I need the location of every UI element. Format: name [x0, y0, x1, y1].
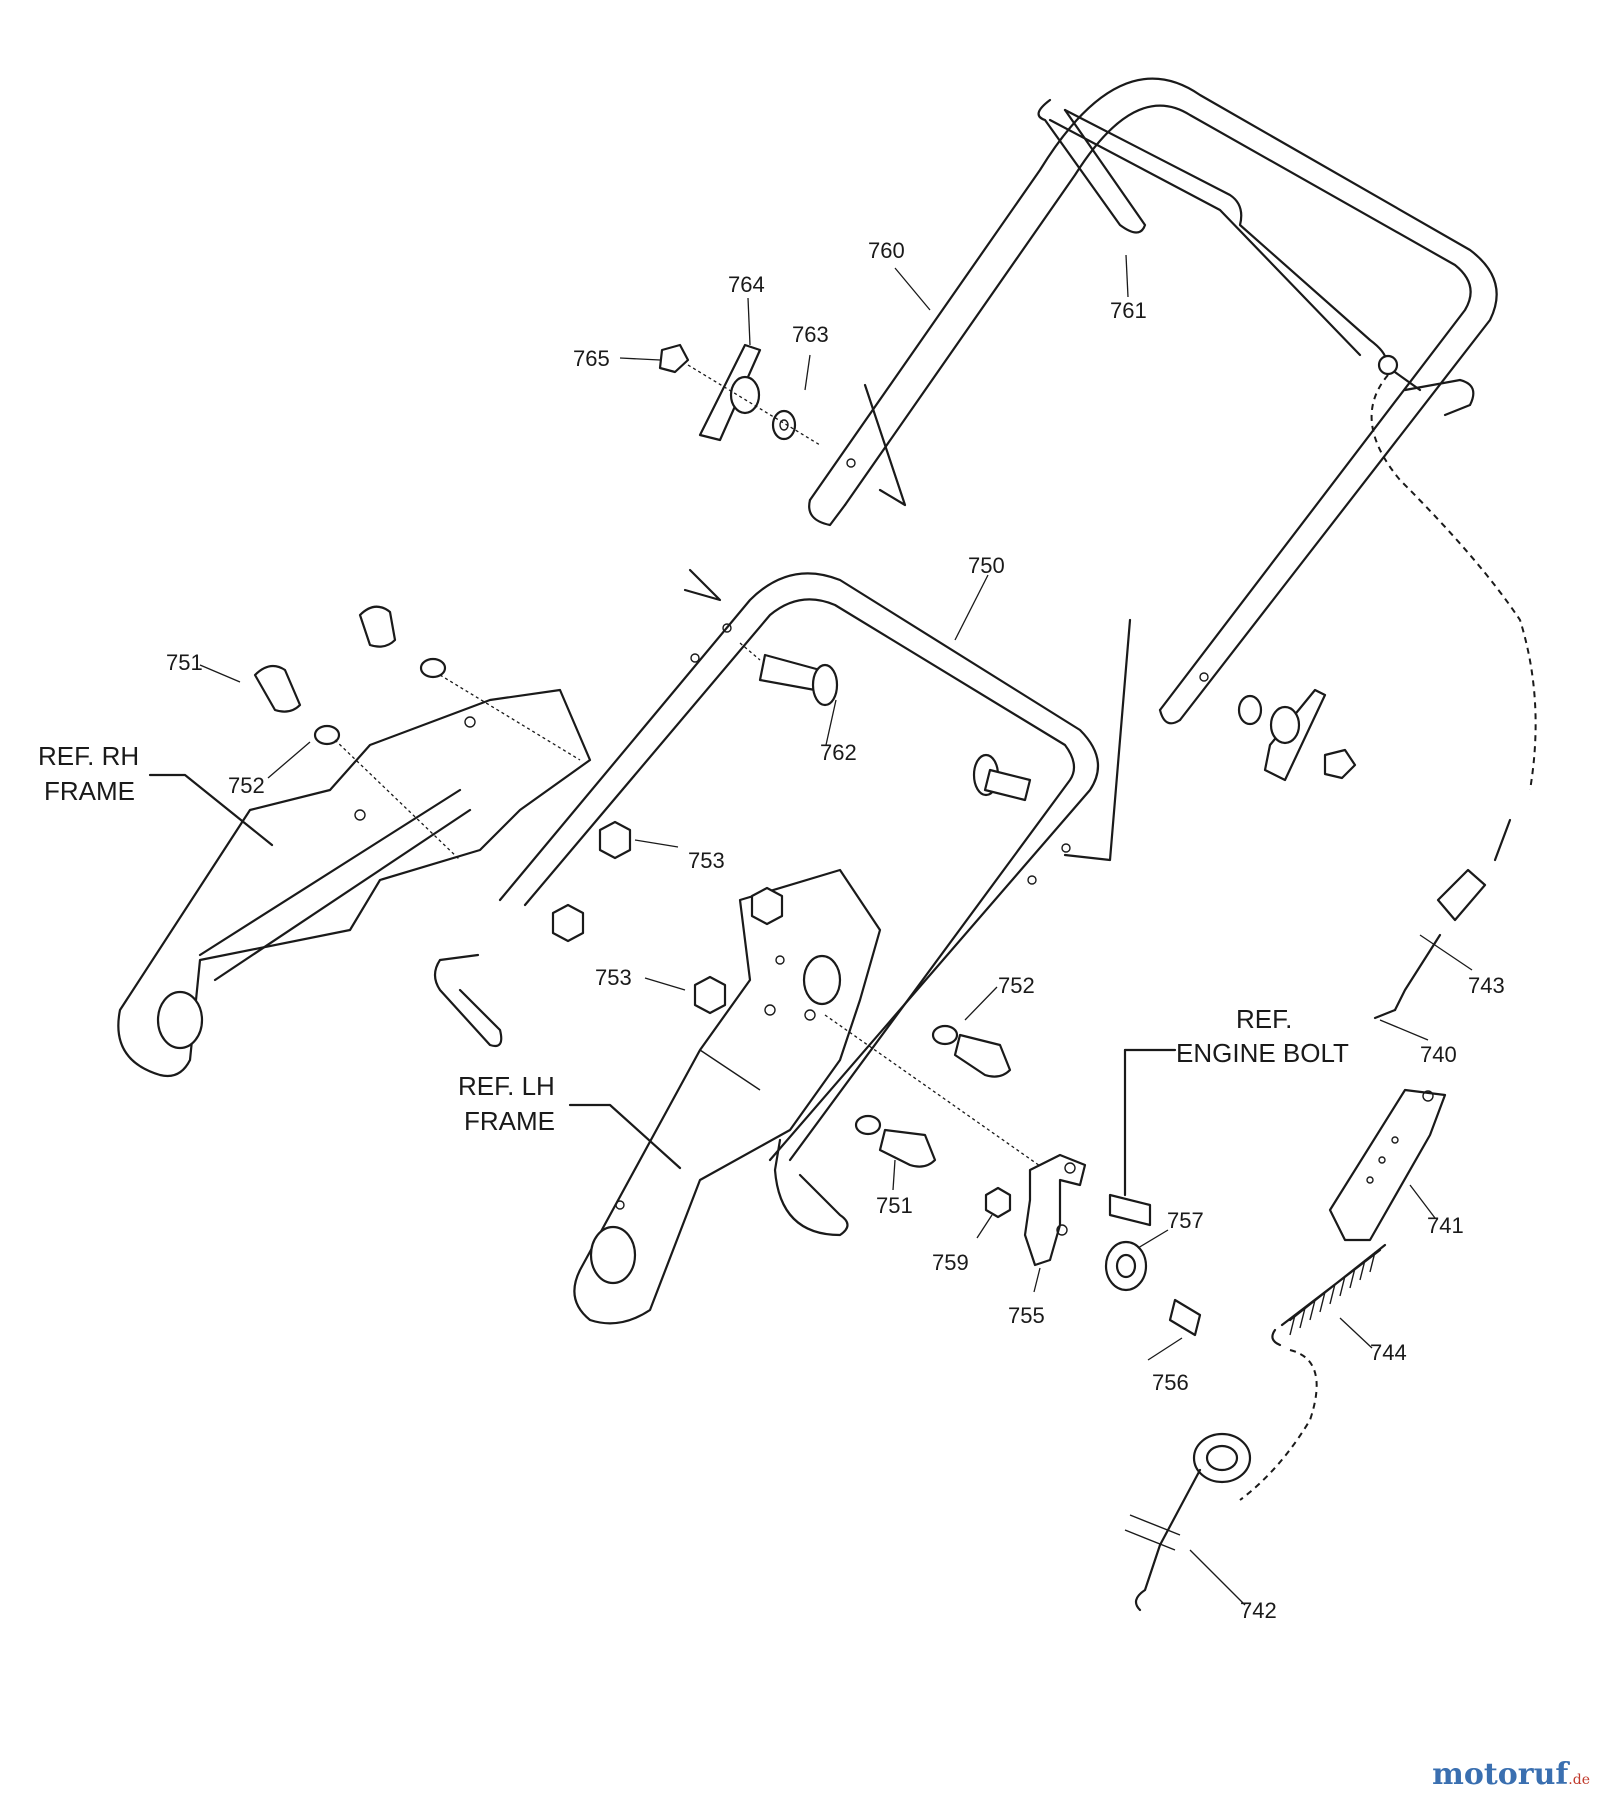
bolt-right-lower: [854, 1114, 937, 1168]
label-762: 762: [820, 740, 857, 765]
bolt-left-lower: [253, 664, 341, 746]
watermark-logo: motoruf.de: [1432, 1757, 1590, 1792]
label-764: 764: [728, 272, 765, 297]
shoulder-bolt: [1168, 1298, 1202, 1337]
control-bail: [1037, 98, 1475, 417]
label-760: 760: [868, 238, 905, 263]
label-742: 742: [1240, 1598, 1277, 1623]
knob-assembly-top: [658, 343, 821, 446]
watermark-brand: motoruf: [1432, 1757, 1569, 1792]
watermark-suffix: .de: [1568, 1772, 1590, 1788]
leader-lines: [148, 254, 1473, 1606]
label-751-right: 751: [876, 1193, 913, 1218]
label-741: 741: [1427, 1213, 1464, 1238]
ref-lh-frame-line2: FRAME: [464, 1106, 555, 1136]
bolt-left-upper: [358, 605, 447, 679]
ref-rh-frame-line2: FRAME: [44, 776, 135, 806]
label-763: 763: [792, 322, 829, 347]
extension-spring: [1271, 1243, 1387, 1347]
cable-eye-end: [1124, 1432, 1252, 1612]
control-cable-ferrule: [1373, 818, 1512, 1020]
label-751-left: 751: [166, 650, 203, 675]
bolt-right-upper: [931, 1024, 1012, 1078]
label-752-right: 752: [998, 973, 1035, 998]
label-756: 756: [1152, 1370, 1189, 1395]
label-750: 750: [968, 553, 1005, 578]
nut-mid-1: [750, 886, 784, 926]
label-759: 759: [932, 1250, 969, 1275]
label-743: 743: [1468, 973, 1505, 998]
carriage-bolt-top: [739, 642, 839, 707]
idler-bracket: [1023, 1153, 1087, 1267]
part-labels: 760 761 764 763 765 750 751 752 762 753 …: [166, 238, 1505, 1623]
upper-handle: [808, 77, 1498, 725]
label-753-upper: 753: [688, 848, 725, 873]
cable-bracket: [1328, 1088, 1447, 1242]
control-cable-lower: [1239, 1349, 1318, 1501]
label-765: 765: [573, 346, 610, 371]
reference-labels: REF. RH FRAME REF. LH FRAME REF. ENGINE …: [38, 741, 1349, 1136]
label-752-left: 752: [228, 773, 265, 798]
lh-frame: [573, 868, 882, 1325]
knob-assembly-right: [1237, 688, 1357, 782]
ref-engine-bolt-line1: REF.: [1236, 1004, 1292, 1034]
label-761: 761: [1110, 298, 1147, 323]
idler-pulley: [1104, 1240, 1148, 1292]
nut-left-2: [551, 903, 585, 943]
ref-engine-bolt-line2: ENGINE BOLT: [1176, 1038, 1349, 1068]
nut-759: [984, 1186, 1012, 1219]
label-753-lower: 753: [595, 965, 632, 990]
label-744: 744: [1370, 1340, 1407, 1365]
nut-mid-2: [693, 975, 727, 1015]
nut-left-1: [598, 820, 632, 860]
ref-lh-frame-line1: REF. LH: [458, 1071, 555, 1101]
lower-handle: [433, 568, 1132, 1237]
control-cable-upper: [1370, 374, 1537, 791]
label-757: 757: [1167, 1208, 1204, 1233]
rh-frame: [117, 688, 592, 1078]
ref-rh-frame-line1: REF. RH: [38, 741, 139, 771]
label-740: 740: [1420, 1042, 1457, 1067]
engine-bolt: [1108, 1193, 1152, 1227]
label-755: 755: [1008, 1303, 1045, 1328]
carriage-bolt-right: [972, 753, 1032, 802]
